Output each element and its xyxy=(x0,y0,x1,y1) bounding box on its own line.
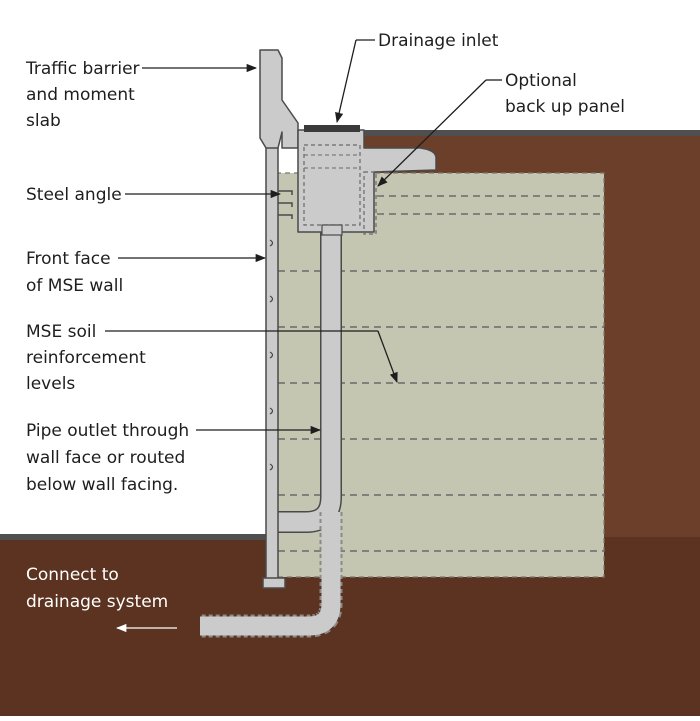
label-line: Connect to xyxy=(26,565,119,585)
label-backup-panel: Optional back up panel xyxy=(505,71,625,117)
label-line: Steel angle xyxy=(26,185,122,205)
label-line: Front face xyxy=(26,249,111,269)
drain-pipe xyxy=(200,232,343,638)
label-steel-angle: Steel angle xyxy=(26,185,122,205)
leader-backup-panel-down xyxy=(377,79,487,187)
label-line: Pipe outlet through xyxy=(26,421,189,441)
label-line: below wall facing. xyxy=(26,475,178,495)
wall-facing xyxy=(262,145,286,589)
label-line: Traffic barrier xyxy=(25,59,140,79)
label-line: wall face or routed xyxy=(26,448,185,468)
label-line: Drainage inlet xyxy=(378,31,499,51)
label-line: slab xyxy=(26,111,61,131)
label-line: reinforcement xyxy=(26,348,146,368)
label-front-face: Front face of MSE wall xyxy=(26,249,123,296)
label-traffic-barrier: Traffic barrier and moment slab xyxy=(25,59,145,131)
drainage-inlet xyxy=(303,125,361,236)
label-mse-soil: MSE soil reinforcement levels xyxy=(26,322,151,394)
label-line: MSE soil xyxy=(26,322,96,342)
leader-lines xyxy=(105,39,502,435)
label-connect-drainage: Connect to drainage system xyxy=(26,565,168,612)
label-line: drainage system xyxy=(26,592,168,612)
leader-drainage-inlet-down xyxy=(335,39,357,124)
leader-mse-soil-down xyxy=(377,330,398,383)
label-line: and moment xyxy=(26,85,135,105)
label-pipe-outlet: Pipe outlet through wall face or routed … xyxy=(26,421,195,495)
steel-angle xyxy=(278,190,293,219)
label-line: back up panel xyxy=(505,97,625,117)
label-drainage-inlet: Drainage inlet xyxy=(378,31,499,51)
label-line: Optional xyxy=(505,71,577,91)
traffic-barrier xyxy=(259,49,299,149)
label-line: of MSE wall xyxy=(26,276,123,296)
backup-panel xyxy=(363,171,377,235)
label-line: levels xyxy=(26,374,75,394)
